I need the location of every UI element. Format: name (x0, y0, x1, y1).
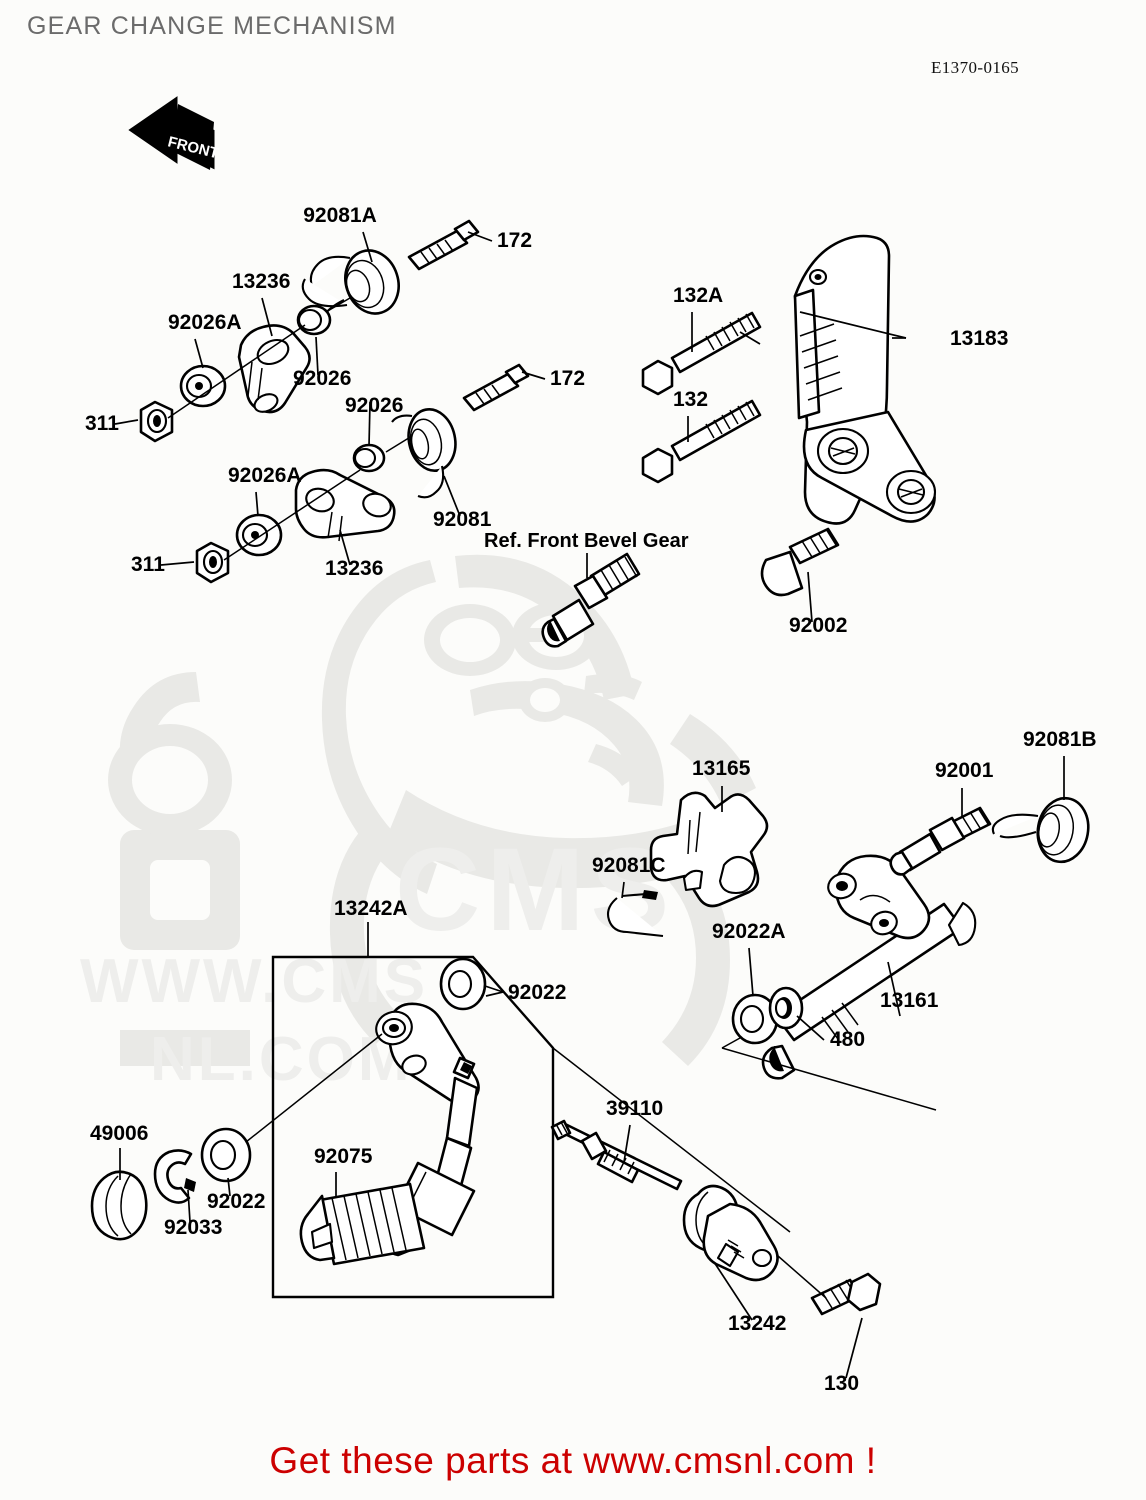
pedal-assembly-13242A-group (90, 955, 555, 1299)
nut-311-lower-shape (195, 541, 230, 584)
washer-92022-lower-shape (200, 1127, 252, 1183)
part-label-92026: 92026 (345, 394, 403, 417)
part-label-92001: 92001 (935, 759, 994, 782)
circlip-480-shape (768, 986, 804, 1030)
part-label-92002: 92002 (789, 614, 847, 637)
part-label-13236: 13236 (232, 270, 290, 293)
spring-92081A-shape (301, 249, 400, 319)
part-label-92022: 92022 (508, 981, 566, 1004)
diagram-code: E1370-0165 (931, 58, 1020, 77)
spring-92081-shape (391, 408, 457, 499)
pin-172-upper-shape (407, 219, 480, 271)
part-label-130: 130 (824, 1372, 859, 1395)
pin-172-mid-shape (462, 363, 530, 412)
part-number-labels: 92081A 172 13236 92026A 92026 172 92026 311 9202… (85, 204, 1097, 1395)
part-label-92022: 92022 (207, 1190, 265, 1213)
shim-92026-upper-shape (296, 304, 332, 336)
page-title: GEAR CHANGE MECHANISM (27, 12, 397, 40)
lever-13236-lower-shape (294, 468, 396, 542)
part-label-13165: 13165 (692, 757, 751, 780)
part-label-311: 311 (131, 553, 165, 576)
shim-92026A-upper-shape (179, 364, 227, 408)
washer-92022A-shape (731, 993, 779, 1045)
washer-92022-upper-shape (439, 957, 487, 1011)
part-label-92033: 92033 (164, 1216, 222, 1239)
part-label-92075: 92075 (314, 1145, 373, 1168)
part-label-13242: 13242 (728, 1312, 786, 1335)
joint-13242-shape (682, 1184, 779, 1282)
upper-shift-lever-group (139, 219, 530, 584)
part-label-172: 172 (497, 229, 532, 252)
pedal-arm-shape (299, 1002, 480, 1266)
part-label-132: 132 (673, 388, 708, 411)
shaft-13161-group (721, 796, 1090, 1111)
shim-92026-lower-shape (352, 443, 386, 473)
bolt-92002-shape (760, 527, 840, 597)
bolt-130-shape (810, 1272, 882, 1316)
part-label-172: 172 (550, 367, 585, 390)
svg-text:NL.COM: NL.COM (150, 1025, 413, 1094)
part-label-39110: 39110 (606, 1097, 663, 1120)
spring-92081C-shape (606, 890, 664, 938)
part-label-92081: 92081 (433, 508, 492, 531)
part-label-480: 480 (830, 1028, 865, 1051)
rubber-92075-shape (299, 1182, 426, 1266)
part-label-49006: 49006 (90, 1122, 148, 1145)
spring-92081B-shape (991, 796, 1090, 864)
part-label-13236: 13236 (325, 557, 383, 580)
bolt-132-shape (641, 399, 762, 484)
svg-text:WWW.CMS: WWW.CMS (80, 947, 428, 1016)
lever-13236-upper-shape (237, 324, 311, 414)
svg-text:CMS: CMS (395, 824, 675, 956)
leader-lines (114, 231, 1065, 1379)
bolt-132A-shape (641, 311, 762, 396)
part-label-92081a: 92081A (303, 204, 377, 227)
part-label-13183: 13183 (950, 327, 1008, 350)
ref-front-bevel-gear-shaft (541, 552, 641, 648)
part-label-13242a: 13242A (334, 897, 408, 920)
part-label-311: 311 (85, 412, 119, 435)
eclip-92033-shape (153, 1149, 196, 1204)
part-label-92022a: 92022A (712, 920, 786, 943)
part-label-13161: 13161 (880, 989, 939, 1012)
cap-49006-shape (90, 1170, 148, 1241)
part-label-132a: 132A (673, 284, 723, 307)
shift-pawl-13165-group (606, 791, 769, 938)
front-direction-marker: FRONT (128, 96, 220, 170)
part-label-ref--front-bevel-gear: Ref. Front Bevel Gear (484, 530, 689, 552)
part-label-92026a: 92026A (168, 311, 242, 334)
part-label-92026a: 92026A (228, 464, 302, 487)
part-label-92026: 92026 (293, 367, 351, 390)
tie-rod-39110-group (550, 1047, 882, 1316)
bracket-13183-group (641, 234, 937, 597)
shim-92026A-lower-shape (235, 513, 283, 557)
part-label-92081b: 92081B (1023, 728, 1097, 751)
bolt-92001-shape (889, 806, 992, 876)
part-label-92081c: 92081C (592, 854, 666, 877)
nut-311-upper-shape (139, 400, 174, 443)
footer-cta: Get these parts at www.cmsnl.com ! (269, 1440, 877, 1481)
